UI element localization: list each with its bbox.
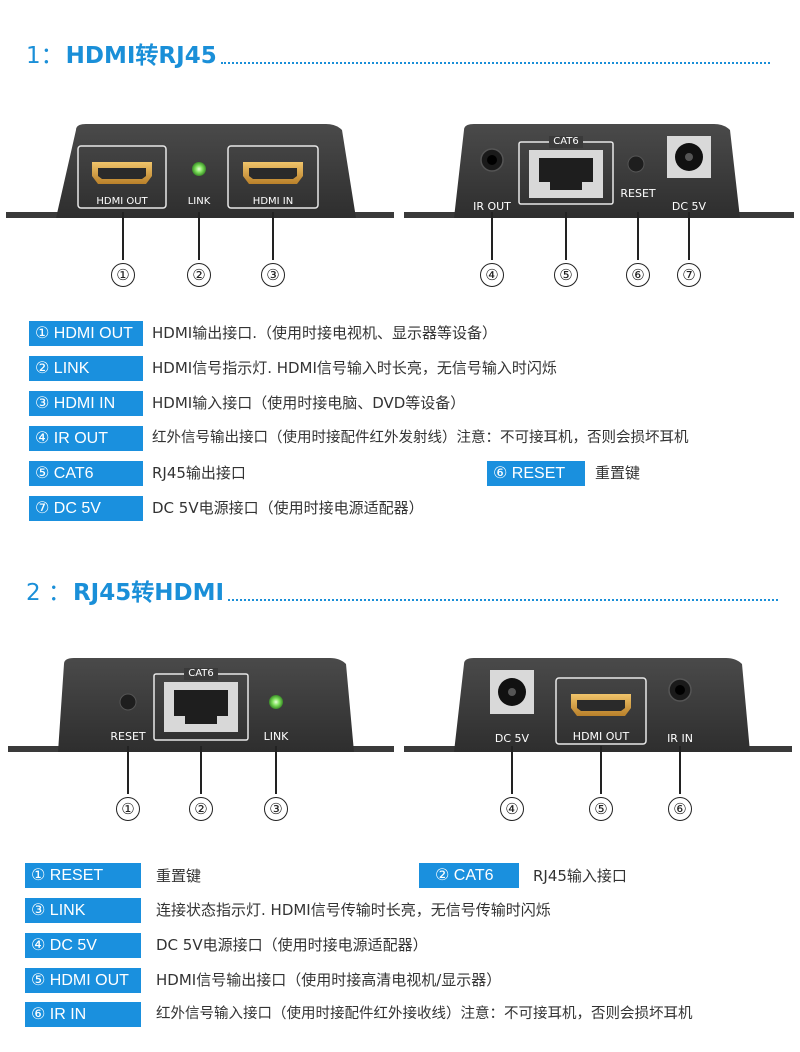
legend-tag-reset: ⑥ RESET [487, 461, 585, 486]
legend-desc-hdmi-out: HDMI输出接口.（使用时接电视机、显示器等设备） [152, 324, 497, 342]
callout-number: ② [189, 797, 213, 821]
label-hdmi-out: HDMI OUT [573, 730, 630, 743]
legend-desc-cat6: RJ45输入接口 [533, 867, 627, 885]
section2-dotted-rule [228, 599, 778, 601]
label-hdmi-in: HDMI IN [253, 196, 293, 207]
callout-number: ⑤ [554, 263, 578, 287]
legend-desc-reset: 重置键 [156, 867, 202, 885]
device-rj45-to-hdmi-front: RESET CAT6 LINK [8, 658, 394, 752]
device-rj45-to-hdmi-back: DC 5V HDMI OUT IR IN [404, 658, 792, 752]
legend-desc-hdmi-out: HDMI信号输出接口（使用时接高清电视机/显示器） [156, 971, 502, 989]
callout-line-4 [511, 746, 513, 794]
callout-number: ⑤ [589, 797, 613, 821]
label-cat6: CAT6 [188, 668, 214, 679]
legend-tag-link: ② LINK [29, 356, 143, 381]
callout-line-3 [275, 746, 277, 794]
callout-number: ① [111, 263, 135, 287]
callout-line-2 [198, 212, 200, 260]
callout-line-6 [637, 212, 639, 260]
legend-desc-dc5v: DC 5V电源接口（使用时接电源适配器） [152, 499, 424, 517]
legend-tag-hdmi-out: ⑤ HDMI OUT [25, 968, 141, 993]
section1-heading: HDMI转RJ45 [65, 43, 217, 69]
legend-tag-ir-in: ⑥ IR IN [25, 1002, 141, 1027]
callout-number: ⑥ [626, 263, 650, 287]
label-ir-out: IR OUT [473, 200, 511, 213]
legend-tag-reset: ① RESET [25, 863, 141, 888]
callout-number: ② [187, 263, 211, 287]
legend-desc-hdmi-in: HDMI输入接口（使用时接电脑、DVD等设备） [152, 394, 466, 412]
section2-number: 2 ： [26, 580, 71, 606]
legend-tag-cat6: ⑤ CAT6 [29, 461, 143, 486]
device-hdmi-to-rj45-back: IR OUT CAT6 RESET DC 5V [404, 124, 794, 218]
callout-line-7 [688, 212, 690, 260]
callout-number: ⑦ [677, 263, 701, 287]
label-reset: RESET [110, 730, 146, 743]
callout-line-3 [272, 212, 274, 260]
section1-title: 1： HDMI转RJ45 [26, 36, 770, 70]
section2-title: 2 ： RJ45转HDMI [26, 573, 778, 607]
reset-button-icon [627, 155, 645, 173]
legend-desc-link: 连接状态指示灯. HDMI信号传输时长亮，无信号传输时闪烁 [156, 901, 551, 919]
device-hdmi-to-rj45-front: HDMI OUT LINK HDMI IN [6, 124, 394, 218]
legend-desc-cat6: RJ45输出接口 [152, 464, 246, 482]
label-hdmi-out: HDMI OUT [96, 196, 148, 207]
callout-line-5 [565, 212, 567, 260]
label-ir-in: IR IN [667, 732, 693, 745]
callout-number: ③ [261, 263, 285, 287]
callout-line-1 [127, 746, 129, 794]
legend-tag-ir-out: ④ IR OUT [29, 426, 143, 451]
callout-number: ④ [500, 797, 524, 821]
label-reset: RESET [620, 187, 656, 200]
callout-number: ① [116, 797, 140, 821]
legend-tag-hdmi-out: ① HDMI OUT [29, 321, 143, 346]
link-led-icon [192, 162, 206, 176]
section1-number: 1： [26, 43, 64, 69]
callout-number: ④ [480, 263, 504, 287]
label-dc5v: DC 5V [495, 732, 530, 745]
callout-line-6 [679, 746, 681, 794]
callout-number: ⑥ [668, 797, 692, 821]
legend-tag-dc5v: ⑦ DC 5V [29, 496, 143, 521]
legend-tag-dc5v: ④ DC 5V [25, 933, 141, 958]
legend-desc-link: HDMI信号指示灯. HDMI信号输入时长亮，无信号输入时闪烁 [152, 359, 557, 377]
callout-line-2 [200, 746, 202, 794]
label-cat6: CAT6 [553, 136, 579, 147]
legend-desc-ir-in: 红外信号输入接口（使用时接配件红外接收线）注意：不可接耳机，否则会损坏耳机 [156, 1006, 693, 1022]
callout-line-5 [600, 746, 602, 794]
section1-dotted-rule [220, 62, 770, 64]
callout-line-1 [122, 212, 124, 260]
link-led-icon [269, 695, 283, 709]
legend-desc-ir-out: 红外信号输出接口（使用时接配件红外发射线）注意：不可接耳机，否则会损坏耳机 [152, 430, 689, 446]
label-dc5v: DC 5V [672, 200, 707, 213]
label-link: LINK [264, 730, 290, 743]
legend-desc-reset: 重置键 [595, 464, 641, 482]
legend-tag-link: ③ LINK [25, 898, 141, 923]
callout-line-4 [491, 212, 493, 260]
legend-tag-hdmi-in: ③ HDMI IN [29, 391, 143, 416]
legend-desc-dc5v: DC 5V电源接口（使用时接电源适配器） [156, 936, 428, 954]
callout-number: ③ [264, 797, 288, 821]
legend-tag-cat6: ② CAT6 [419, 863, 519, 888]
section2-heading: RJ45转HDMI [72, 580, 225, 606]
label-link: LINK [188, 196, 211, 207]
reset-button-icon [119, 693, 137, 711]
